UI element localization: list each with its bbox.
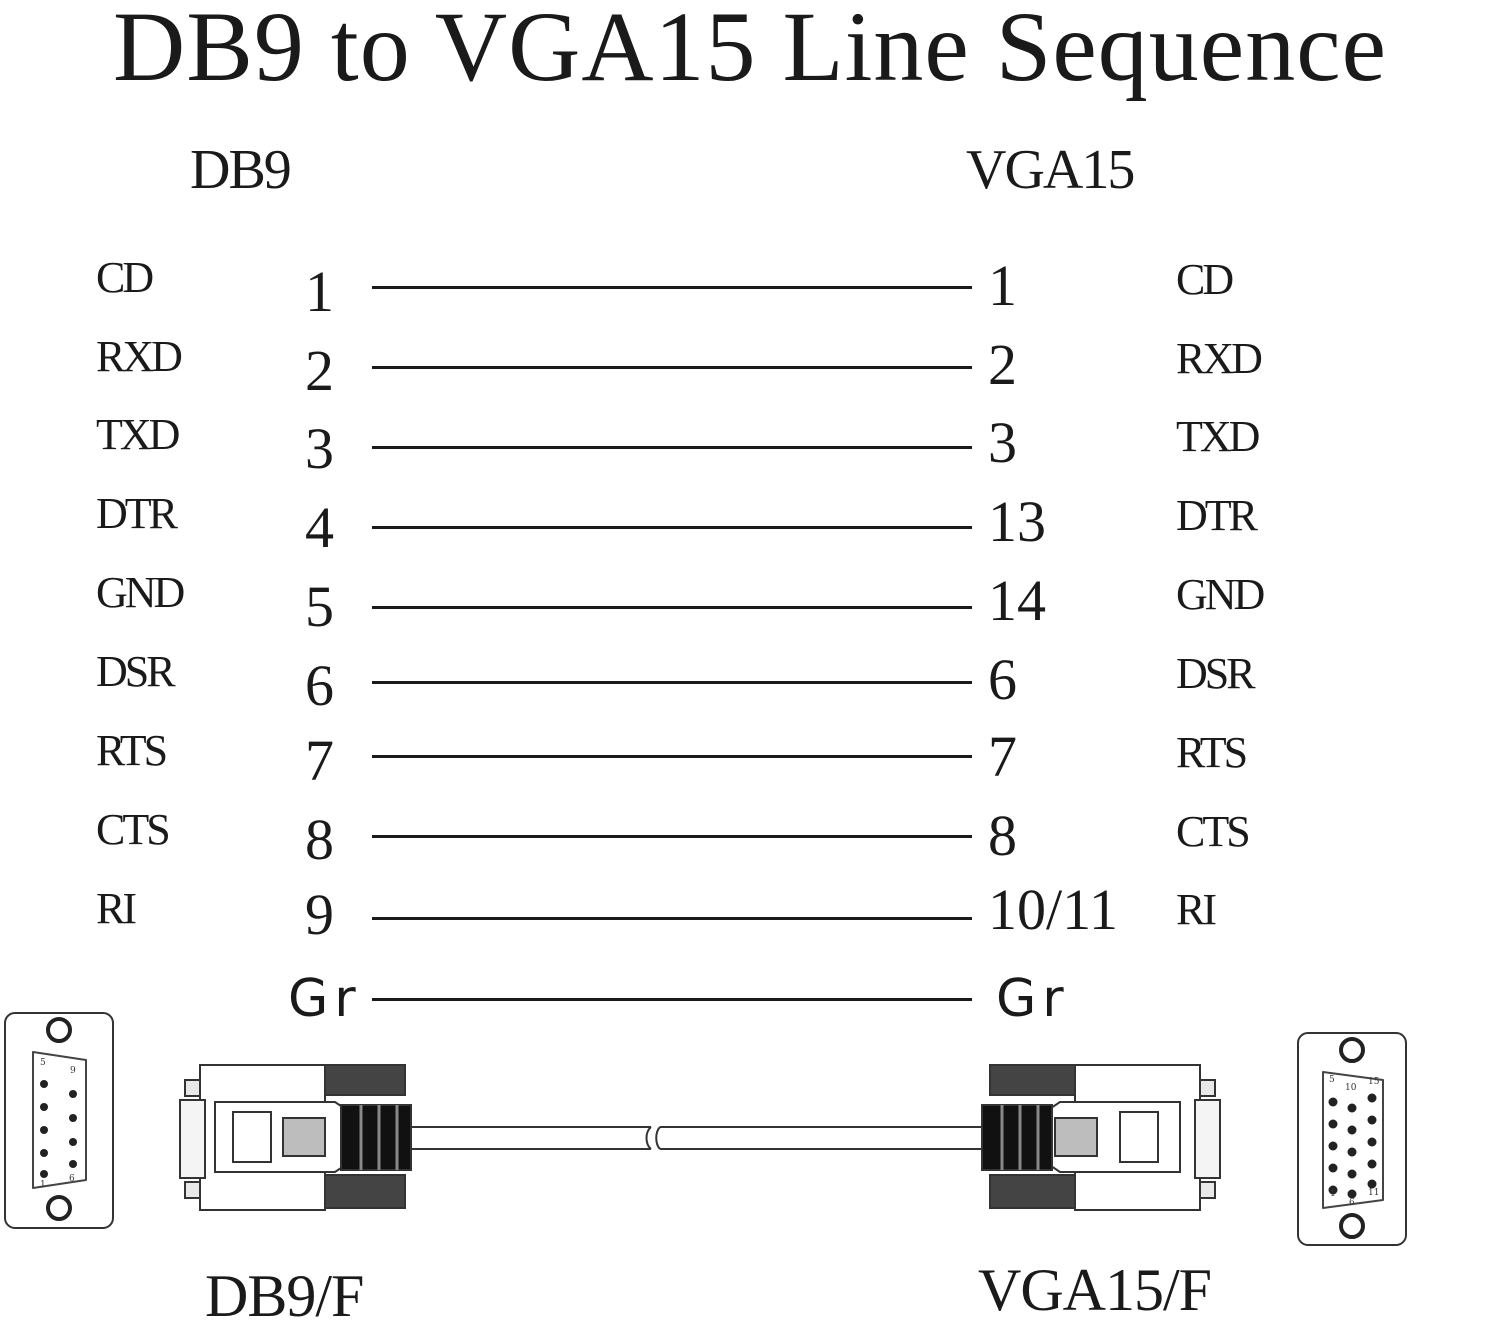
vga15-face-label-15: 15 [1368,1077,1380,1087]
db9-pin-5: 5 [305,574,334,639]
wire-rts [372,755,972,758]
db9-signal-dsr: DSR [96,647,176,696]
vga15-pin-3: 3 [988,410,1017,475]
db9-pin-4: 4 [305,495,334,560]
wire-cd [372,286,972,289]
vga15-pin-2: 2 [988,332,1017,397]
vga15-pin-14: 14 [988,568,1046,633]
vga15-pin-7: 7 [988,724,1017,789]
db9-female-caption: DB9/F [205,1263,364,1329]
db9-pin-2: 2 [305,338,334,403]
vga15-signal-dtr: DTR [1176,491,1258,540]
vga15-ground-label: Gr [996,969,1070,1029]
wire-dsr [372,681,972,684]
wire-dtr [372,526,972,529]
vga15-signal-rts: RTS [1176,728,1248,777]
db9-face-label-5: 5 [40,1058,46,1068]
db9-pin-1: 1 [305,259,334,324]
vga15-header: VGA15 [966,139,1135,201]
db9-pin-7: 7 [305,728,334,793]
db9-signal-txd: TXD [96,410,180,459]
vga15-pin-13: 13 [988,489,1046,554]
db9-face-label-9: 9 [70,1066,76,1076]
vga15-face-label-6: 6 [1349,1198,1355,1208]
cable-right [655,1126,985,1150]
vga15-face-label-10: 10 [1345,1083,1357,1093]
vga15-pin-1: 1 [988,253,1017,318]
db9-connector-body [179,1064,412,1211]
wire-gnd [372,606,972,609]
db9-signal-rts: RTS [96,726,168,775]
vga15-signal-ri: RI [1176,885,1217,934]
db9-signal-rxd: RXD [96,332,183,381]
wire-txd [372,446,972,449]
db9-pin-8: 8 [305,807,334,872]
wire-rxd [372,366,972,369]
db9-signal-cd: CD [96,253,154,302]
db9-signal-gnd: GND [96,568,185,617]
db9-signal-cts: CTS [96,805,171,854]
vga15-signal-cd: CD [1176,255,1234,304]
db9-header: DB9 [190,139,292,201]
vga15-pin-6: 6 [988,647,1017,712]
db9-pin-3: 3 [305,416,334,481]
vga15-female-caption: VGA15/F [978,1257,1212,1323]
vga15-face-connector: 5 10 15 1 6 11 [1297,1032,1407,1246]
vga15-signal-dsr: DSR [1176,649,1256,698]
db9-pin-9: 9 [305,882,334,947]
vga15-signal-gnd: GND [1176,570,1265,619]
vga15-face-label-5: 5 [1329,1075,1335,1085]
db9-ground-label: Gr [288,969,362,1029]
vga15-signal-txd: TXD [1176,412,1260,461]
db9-signal-dtr: DTR [96,489,178,538]
db9-pin-6: 6 [305,653,334,718]
db9-face-connector: 5 9 1 6 [4,1012,114,1229]
vga15-signal-rxd: RXD [1176,334,1263,383]
vga15-face-label-1: 1 [1330,1189,1336,1199]
vga15-signal-cts: CTS [1176,807,1251,856]
vga15-connector-body [981,1064,1221,1211]
db9-face-label-6: 6 [69,1174,75,1184]
db9-face-label-1: 1 [40,1180,46,1190]
vga15-pin-8: 8 [988,803,1017,868]
wire-ground [372,998,972,1001]
vga15-face-label-11: 11 [1368,1188,1379,1198]
vga15-pin-10-11: 10/11 [988,877,1118,942]
cable-left [410,1126,652,1150]
wire-cts [372,835,972,838]
diagram-title: DB9 to VGA15 Line Sequence [113,0,1387,102]
db9-signal-ri: RI [96,884,137,933]
wire-ri [372,917,972,920]
cable-illustration [179,1064,1221,1211]
